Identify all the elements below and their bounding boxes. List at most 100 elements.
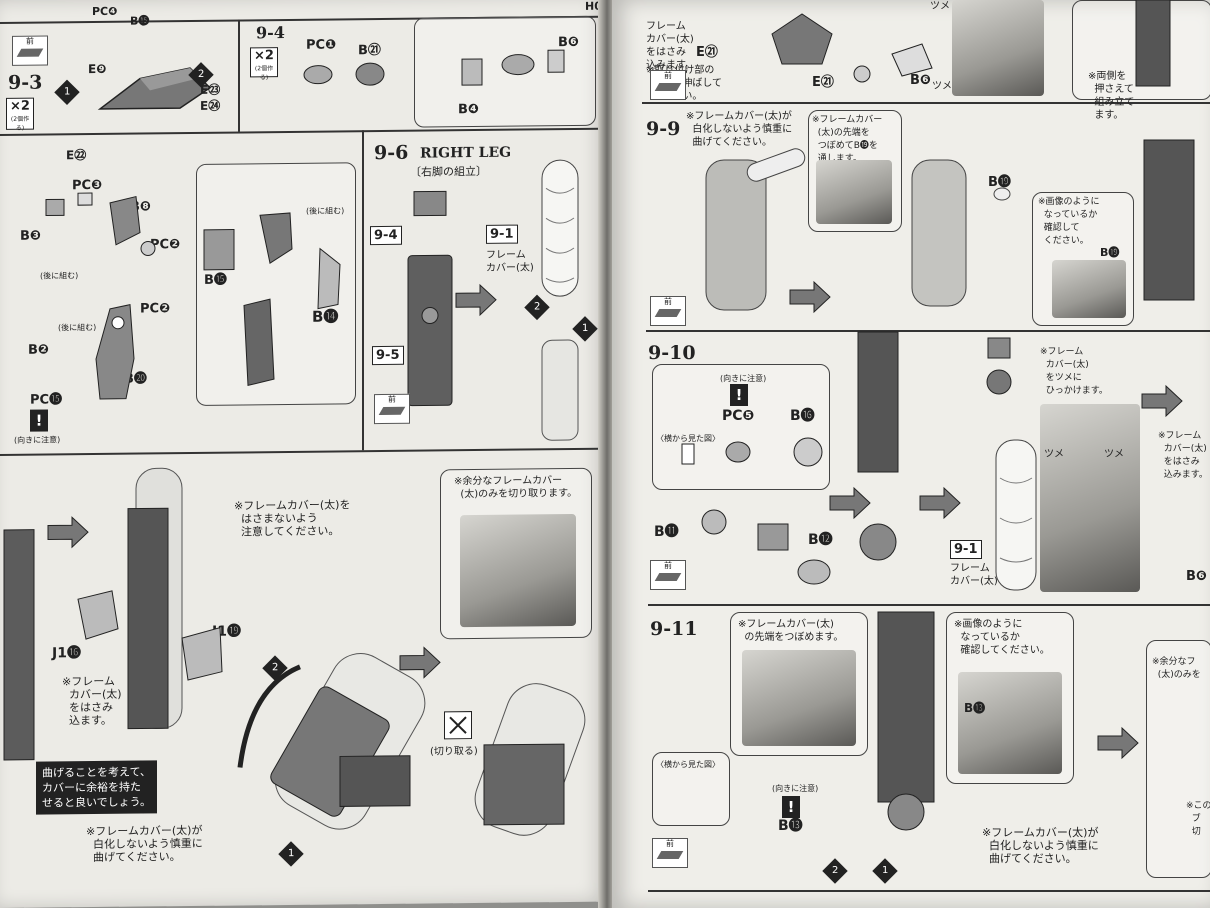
joint-part	[303, 62, 385, 86]
divider	[646, 330, 1210, 332]
part-label: PC❹	[92, 4, 118, 19]
reference-photo	[460, 513, 576, 628]
joint-part	[461, 49, 565, 86]
divider	[362, 130, 364, 451]
assembly-arrow-icon	[1097, 726, 1139, 760]
note-label: (向きに注意)	[772, 784, 819, 793]
part-label: E㉑	[696, 45, 718, 60]
step-reference: 9-1	[486, 224, 518, 244]
side-armor-parts	[77, 590, 223, 681]
note-text: ※画像のように なっているか 確認してください。	[954, 619, 1050, 656]
note-label: (向きに注意)	[720, 374, 767, 383]
part-name: フレーム カバー(太)	[486, 249, 534, 274]
note-label: (向きに注意)	[14, 435, 61, 445]
reference-photo	[952, 0, 1044, 96]
leg-frame-part	[203, 212, 341, 387]
part-label: PC❺	[722, 408, 755, 424]
step-order-2-icon: 2	[524, 294, 550, 321]
divider	[648, 604, 1210, 606]
knee-bend-illustration	[237, 653, 426, 830]
warning-icon: !	[30, 409, 48, 432]
note-text: ※フレームカバー(太)が 白化しないよう慎重に 曲げてください。	[86, 823, 203, 865]
note-text: ※両側を 押さえて 組み立て ます。	[1088, 71, 1135, 121]
divider	[642, 102, 1210, 104]
right-manual-page: フレーム カバー(太) をはさみ 込みます。 ※取り付け部の シワを伸ばして く…	[612, 0, 1210, 908]
hip-assembly-part	[771, 13, 933, 83]
step-order-2-icon: 2	[822, 858, 848, 884]
quantity-box: ×2 (2個作る)	[250, 47, 278, 81]
front-indicator: 前	[374, 393, 410, 425]
divider	[238, 19, 240, 132]
knee-joint-part	[701, 509, 831, 585]
part-label: PC⓯	[30, 392, 63, 408]
left-manual-page: PC❹ B⓯ H0 前 9-3 ×2 (2個作る) E❾ E㉓ E㉔ E㉒ 1 …	[0, 0, 606, 908]
step-reference: 9-4	[370, 225, 402, 246]
front-indicator: 前	[12, 35, 48, 66]
note-label: 〈横から見た図〉	[656, 760, 720, 769]
part-label: B⓭	[964, 701, 986, 715]
leg-with-cover	[541, 339, 579, 441]
note-text: ※余分なフレームカバー (太)のみを切り取ります。	[454, 475, 578, 501]
warning-note: 曲げることを考えて、 カバーに余裕を持た せると良いでしょう。	[36, 760, 158, 815]
label: ツメ	[1044, 449, 1064, 460]
part-label: E❾	[88, 61, 107, 77]
part-label: B❸	[20, 228, 41, 244]
note-text: ※フレームカバー(太) の先端をつぼめます。	[738, 619, 844, 643]
part-label: PC❶	[306, 37, 337, 53]
part-label: B㉑	[358, 43, 381, 59]
assembly-arrow-icon	[919, 486, 961, 520]
divider	[0, 447, 600, 456]
joint-part	[986, 337, 1012, 395]
section-title: RIGHT LEG	[420, 144, 512, 162]
step-number: 9-9	[646, 118, 681, 140]
reference-photo	[1040, 404, 1140, 592]
leg-frame-part	[1135, 0, 1171, 87]
assembly-arrow-icon	[1141, 384, 1183, 418]
part-label: B⓰	[790, 408, 815, 424]
reference-photo	[1052, 260, 1126, 318]
part-label: B❻	[910, 73, 931, 88]
knee-joint-part	[95, 304, 135, 400]
note-text: ※フレームカバー(太)を はさまないよう 注意してください。	[234, 498, 351, 539]
note-text: ※余分なフ (太)のみを	[1152, 657, 1201, 680]
leg-with-cover	[911, 159, 1011, 307]
note-text: ※画像のように なっているか 確認して ください。	[1038, 197, 1100, 246]
front-indicator: 前	[650, 296, 686, 326]
part-label: E㉒	[66, 148, 87, 163]
label: ツメ	[932, 81, 952, 92]
part-label: B⓭	[778, 818, 803, 834]
part-name: フレーム カバー(太)	[950, 563, 998, 587]
hip-joint-part	[45, 192, 156, 256]
cut-icon	[444, 711, 472, 740]
leg-with-cover	[705, 148, 806, 311]
assembly-arrow-icon	[399, 646, 441, 679]
joint-part	[681, 437, 823, 467]
assembly-arrow-icon	[789, 280, 831, 314]
part-label: B⓬	[808, 532, 833, 548]
part-label: B⓳	[988, 175, 1011, 190]
section-subtitle: 〔右脚の組立〕	[410, 164, 487, 179]
step-number: 9-11	[650, 618, 698, 640]
note-label: (後に組む)	[40, 271, 79, 281]
leg-frame-part	[857, 331, 899, 561]
warning-icon: !	[782, 796, 800, 818]
warning-icon: !	[730, 384, 748, 406]
part-label: B⓫	[654, 524, 679, 540]
part-label: B❻	[1186, 569, 1207, 584]
reference-photo	[742, 650, 856, 746]
assembly-arrow-icon	[47, 516, 89, 549]
step-order-1-icon: 1	[54, 79, 80, 106]
leg-frame-part	[3, 529, 35, 761]
part-label: B❹	[458, 101, 479, 118]
note-text: ※フレームカバー(太)が 白化しないよう慎重に 曲げてください。	[982, 826, 1099, 865]
leg-frame-part	[1143, 139, 1195, 301]
front-indicator: 前	[650, 560, 686, 590]
step-number: 9-10	[648, 342, 696, 364]
front-indicator: 前	[650, 70, 686, 100]
label: ツメ	[1104, 449, 1124, 460]
step-reference: 9-5	[372, 345, 404, 366]
note-label: 〈横から見た図〉	[656, 434, 720, 443]
quantity-box: ×2 (2個作る)	[6, 97, 34, 132]
part-label: B❷	[28, 342, 49, 358]
note-text: ※フレーム カバー(太) をはさみ 込ます。	[62, 674, 122, 728]
